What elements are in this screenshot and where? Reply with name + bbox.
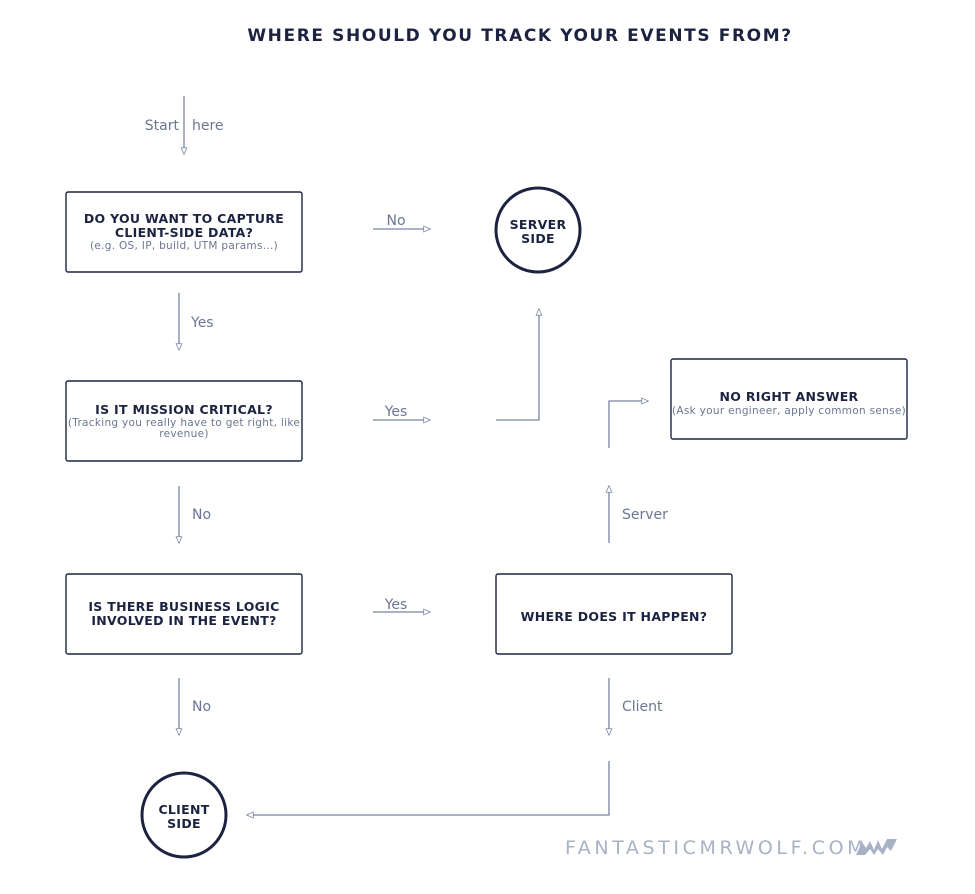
edge-q4-server: Server [609,401,668,543]
edge-q3-yes: Yes [373,597,430,613]
node-q2-mission-critical: IS IT MISSION CRITICAL? (Tracking you re… [65,380,303,462]
client-side-line-1: CLIENT [158,802,209,817]
edge-q2-no: No [179,486,211,543]
start-label-right: here [192,118,224,134]
q3-line-2: INVOLVED IN THE EVENT? [91,613,276,628]
edge-q3-no: No [179,678,211,735]
server-side-line-2: SIDE [521,231,555,246]
node-server-side: SERVER SIDE [494,186,582,274]
server-side-line-1: SERVER [510,217,567,232]
q1-line-1: DO YOU WANT TO CAPTURE [84,211,284,226]
q1-box [65,191,303,273]
edge-q3-yes-label: Yes [384,597,408,613]
node-q1-capture-client-data: DO YOU WANT TO CAPTURE CLIENT-SIDE DATA?… [65,191,303,273]
q2-line-1: IS IT MISSION CRITICAL? [95,402,273,417]
q2-box [65,380,303,462]
edge-q3-no-label: No [192,699,211,715]
edge-q1-yes-label: Yes [190,315,214,331]
server-side-circle [494,186,582,274]
edge-q1-no: No [373,213,430,229]
q3-line-1: IS THERE BUSINESS LOGIC [88,599,279,614]
edge-q4-client-label: Client [622,699,663,715]
edge-to-client-side-connector [247,761,610,815]
start-label-left: Start [145,118,180,134]
q4-line-1: WHERE DOES IT HAPPEN? [521,609,708,624]
q2-subtext-1: (Tracking you really have to get right, … [68,417,300,429]
start-marker: Start here [145,96,224,154]
edge-q2-yes-label: Yes [384,404,408,420]
edge-to-no-right-answer-connector [608,401,648,448]
edge-q2-no-label: No [192,507,211,523]
node-q4-where-does-it-happen: WHERE DOES IT HAPPEN? [495,573,733,655]
edge-q1-no-label: No [386,213,405,229]
client-side-circle [140,771,228,859]
edge-q2-yes: Yes [373,309,539,420]
node-q3-business-logic: IS THERE BUSINESS LOGIC INVOLVED IN THE … [65,573,303,655]
edge-q4-server-label: Server [622,507,668,523]
q1-subtext: (e.g. OS, IP, build, UTM params...) [90,240,278,252]
node-no-right-answer: NO RIGHT ANSWER (Ask your engineer, appl… [670,358,908,440]
wolf-logo-icon [856,839,897,855]
q3-box [65,573,303,655]
no-right-answer-line-1: NO RIGHT ANSWER [720,389,859,404]
edge-q4-client: Client [247,678,663,815]
edge-q1-yes: Yes [179,293,214,350]
footer-site-link[interactable]: FANTASTICMRWOLF.COM [565,837,867,859]
no-right-answer-box [670,358,908,440]
q1-line-2: CLIENT-SIDE DATA? [115,225,253,240]
no-right-answer-subtext: (Ask your engineer, apply common sense) [672,405,906,417]
edge-to-server-side-connector [496,309,539,421]
node-client-side: CLIENT SIDE [140,771,228,859]
diagram-title: WHERE SHOULD YOU TRACK YOUR EVENTS FROM? [247,26,792,46]
client-side-line-2: SIDE [167,816,201,831]
q2-subtext-2: revenue) [159,428,209,440]
q4-box [495,573,733,655]
